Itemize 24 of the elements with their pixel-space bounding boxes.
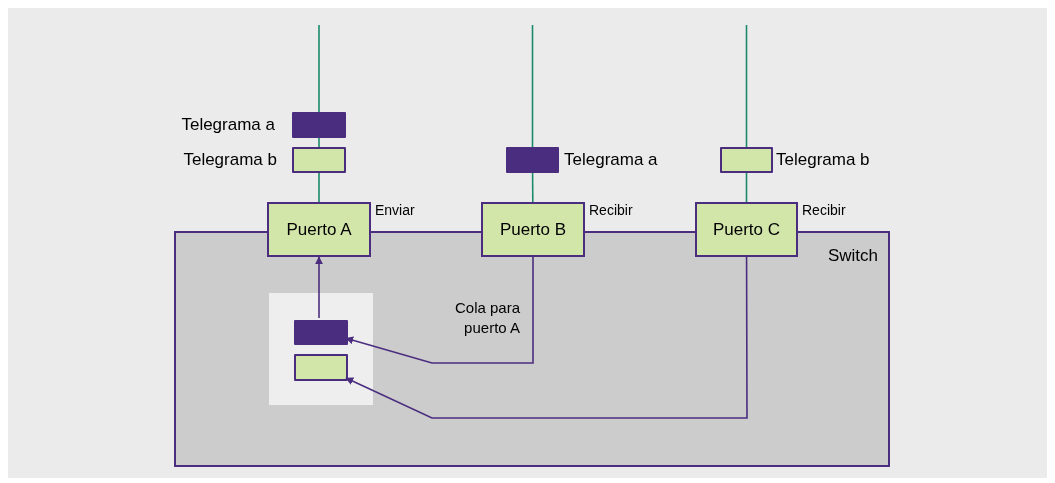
telegram-label: Telegrama b <box>183 149 277 172</box>
arrow <box>315 256 323 319</box>
direction-label: Recibir <box>589 201 633 220</box>
connector-line <box>531 24 534 148</box>
arrow <box>345 256 534 364</box>
connector-line <box>745 24 748 148</box>
connector-line <box>318 172 320 203</box>
port-label: Puerto C <box>712 218 781 241</box>
queue-panel <box>269 293 373 405</box>
connector-line <box>318 24 320 113</box>
connector-line <box>745 172 748 203</box>
telegram-block <box>294 354 348 381</box>
arrow <box>345 256 748 419</box>
connector-line <box>318 137 320 148</box>
port-label: Puerto A <box>286 218 352 241</box>
telegram-label: Telegrama a <box>564 149 658 172</box>
telegram-label: Telegrama a <box>181 114 275 137</box>
telegram-label: Telegrama b <box>776 149 870 172</box>
switch-label: Switch <box>827 245 878 267</box>
telegram-block <box>294 320 348 345</box>
direction-label: Enviar <box>375 201 415 220</box>
direction-label: Recibir <box>802 201 846 220</box>
port-label: Puerto B <box>499 218 567 241</box>
connector-line <box>531 172 534 203</box>
